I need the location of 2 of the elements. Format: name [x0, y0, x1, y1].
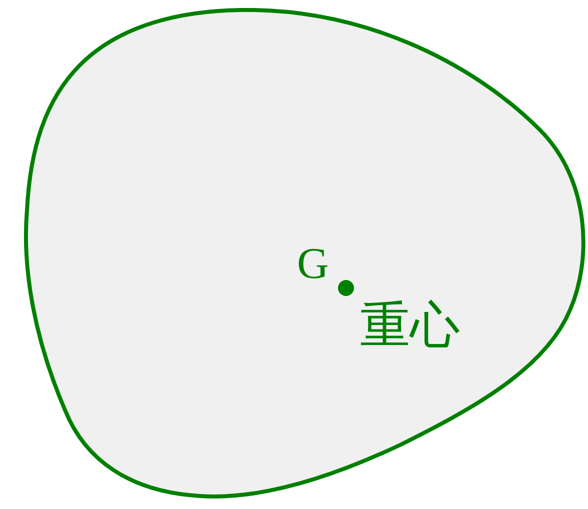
centroid-label: 重心 — [360, 300, 460, 350]
point-label: G — [297, 242, 329, 286]
